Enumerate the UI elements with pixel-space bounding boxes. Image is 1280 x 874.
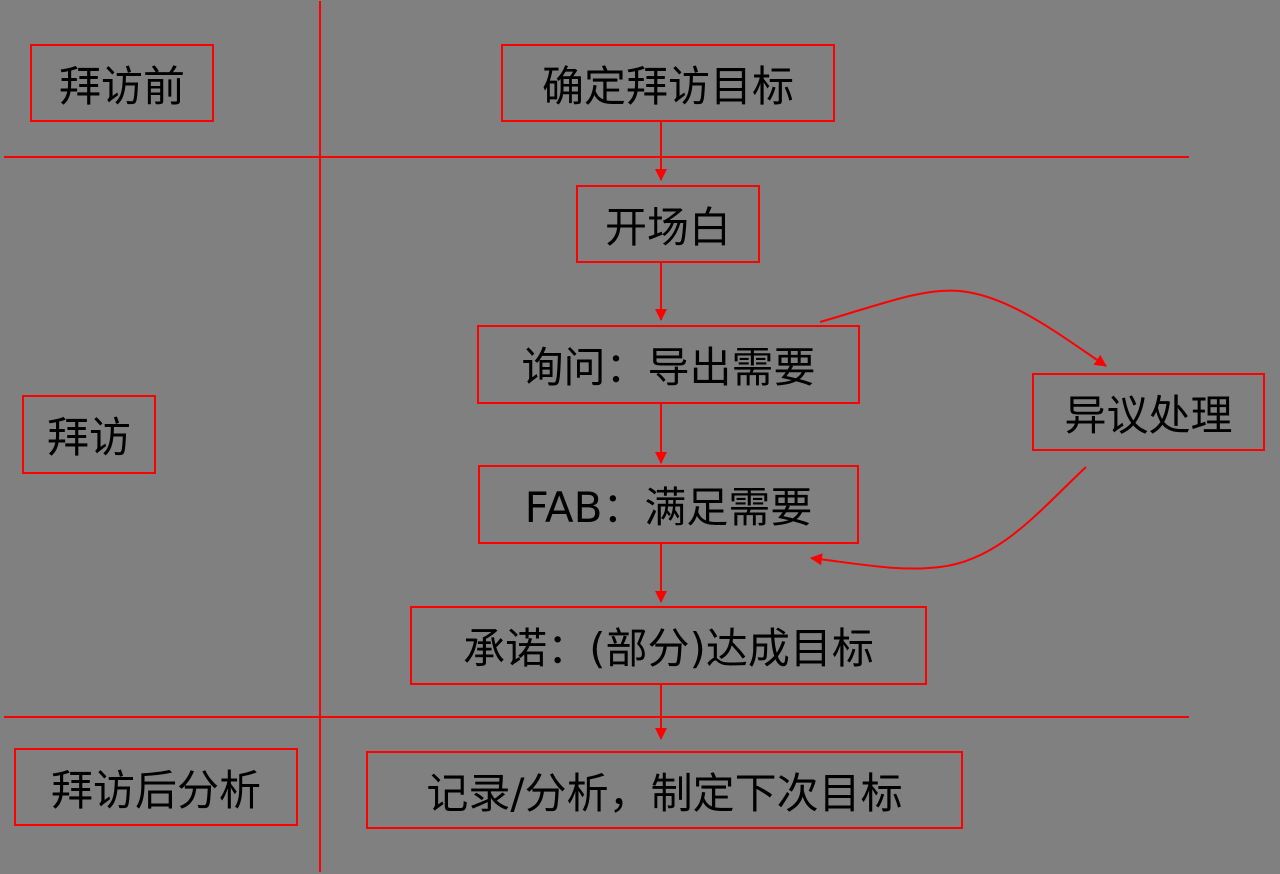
step-objection-label: 异议处理 [1064,390,1233,440]
phase-visit-box: 拜访 [22,395,156,474]
step-set-goal-label: 确定拜访目标 [541,61,794,111]
step-inquiry: 询问：导出需要 [477,325,860,404]
step-opening-label: 开场白 [604,202,731,252]
phase-after-label: 拜访后分析 [50,765,261,815]
step-set-goal: 确定拜访目标 [501,44,835,122]
phase-visit-label: 拜访 [46,413,131,462]
step-record-label: 记录/分析，制定下次目标 [426,768,903,818]
arrow-objection-to-fab [810,466,1087,570]
phase-before-label: 拜访前 [58,61,185,111]
step-fab-label: FAB：满足需要 [524,483,813,532]
step-inquiry-label: 询问：导出需要 [521,343,816,392]
arrow-inquiry-to-objection [819,289,1107,367]
phase-after-box: 拜访后分析 [14,748,298,826]
step-commitment: 承诺：(部分)达成目标 [410,606,927,685]
step-opening: 开场白 [576,185,760,263]
step-fab: FAB：满足需要 [478,465,859,544]
step-objection: 异议处理 [1032,373,1265,451]
step-record: 记录/分析，制定下次目标 [366,751,963,829]
phase-before-box: 拜访前 [30,44,214,122]
step-commitment-label: 承诺：(部分)达成目标 [463,624,874,673]
